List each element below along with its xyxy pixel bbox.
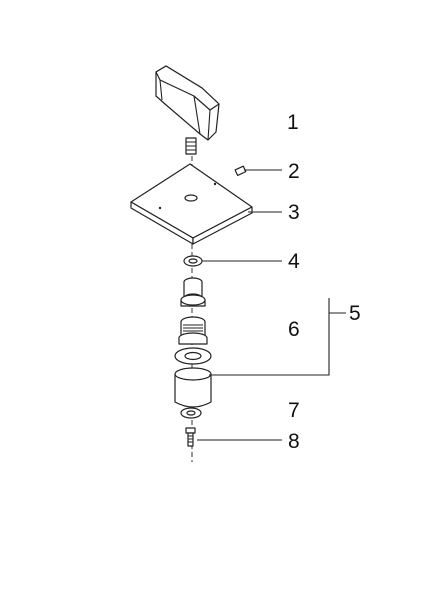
part-3-square-plate (130, 163, 253, 245)
label-part-6: 6 (288, 318, 300, 341)
label-part-3: 3 (288, 201, 300, 224)
label-part-5: 5 (349, 302, 361, 325)
part-8-screw (185, 427, 196, 447)
label-part-7: 7 (288, 399, 300, 422)
label-part-2: 2 (288, 160, 300, 183)
part-7-ring (180, 407, 202, 419)
leader-5-bracket (209, 298, 330, 376)
part-2-grub-screw (234, 165, 247, 177)
label-part-4: 4 (288, 250, 300, 273)
part-4-washer (183, 255, 203, 267)
label-part-8: 8 (288, 430, 300, 453)
part-5-sleeve-body (174, 367, 212, 408)
part-6-cartridge-stack (174, 277, 212, 365)
label-part-1: 1 (287, 111, 299, 134)
part-1-lever-handle (155, 65, 220, 155)
